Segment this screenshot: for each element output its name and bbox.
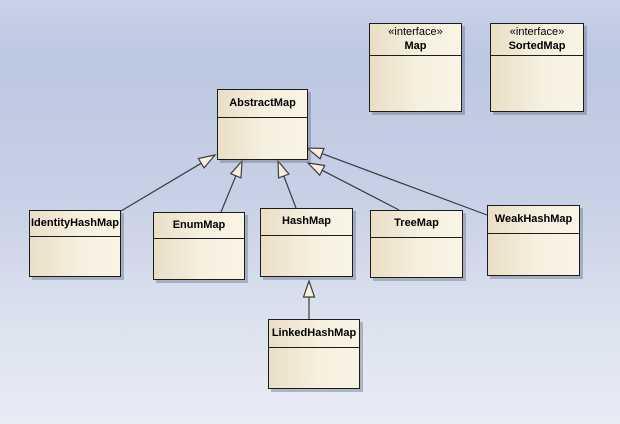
class-name: AbstractMap (229, 96, 296, 109)
interface-box-sortedmap[interactable]: «interface» SortedMap (490, 23, 584, 112)
attributes-compartment (371, 237, 462, 277)
interface-name: Map (404, 39, 427, 52)
attributes-compartment (269, 347, 359, 388)
interface-header: «interface» Map (370, 24, 461, 55)
hollow-triangle-arrowhead-icon (229, 159, 243, 179)
hollow-triangle-arrowhead-icon (197, 154, 217, 169)
class-box-hashmap[interactable]: HashMap (260, 208, 353, 277)
hollow-triangle-arrowhead-icon (302, 279, 316, 298)
class-header: LinkedHashMap (269, 320, 359, 347)
class-box-treemap[interactable]: TreeMap (370, 210, 463, 278)
class-box-abstractmap[interactable]: AbstractMap (217, 89, 308, 160)
stereotype-label: «interface» (388, 25, 443, 38)
interface-header: «interface» SortedMap (491, 24, 583, 55)
class-header: IdentityHashMap (30, 211, 120, 236)
class-name: HashMap (282, 215, 331, 228)
attributes-compartment (488, 233, 579, 275)
attributes-compartment (261, 235, 352, 276)
generalization-weakhashmap-abstractmap[interactable] (305, 147, 488, 216)
generalization-linkedhashmap-hashmap[interactable] (302, 279, 316, 320)
attributes-compartment (30, 236, 120, 276)
attributes-compartment (491, 55, 583, 111)
class-name: EnumMap (172, 218, 226, 231)
attributes-compartment (218, 117, 307, 159)
attributes-compartment (370, 55, 461, 111)
hollow-triangle-arrowhead-icon (306, 162, 326, 177)
interface-name: SortedMap (508, 39, 566, 52)
class-name: WeakHashMap (494, 212, 573, 225)
class-box-linkedhashmap[interactable]: LinkedHashMap (268, 319, 360, 389)
generalization-treemap-abstractmap[interactable] (306, 162, 400, 211)
generalization-enummap-abstractmap[interactable] (220, 159, 243, 213)
attributes-compartment (154, 238, 244, 279)
hollow-triangle-arrowhead-icon (305, 147, 325, 160)
class-header: WeakHashMap (488, 206, 579, 233)
class-box-identityhashmap[interactable]: IdentityHashMap (29, 210, 121, 277)
class-name: TreeMap (394, 217, 439, 230)
class-name: LinkedHashMap (271, 326, 357, 339)
hollow-triangle-arrowhead-icon (277, 159, 290, 179)
class-name: IdentityHashMap (30, 216, 119, 229)
class-header: HashMap (261, 209, 352, 235)
generalization-hashmap-abstractmap[interactable] (277, 159, 297, 209)
generalization-identityhashmap-abstractmap[interactable] (120, 154, 217, 212)
class-box-enummap[interactable]: EnumMap (153, 212, 245, 280)
interface-box-map[interactable]: «interface» Map (369, 23, 462, 112)
class-box-weakhashmap[interactable]: WeakHashMap (487, 205, 580, 276)
class-header: TreeMap (371, 211, 462, 237)
class-header: EnumMap (154, 213, 244, 238)
class-header: AbstractMap (218, 90, 307, 117)
stereotype-label: «interface» (509, 25, 565, 38)
